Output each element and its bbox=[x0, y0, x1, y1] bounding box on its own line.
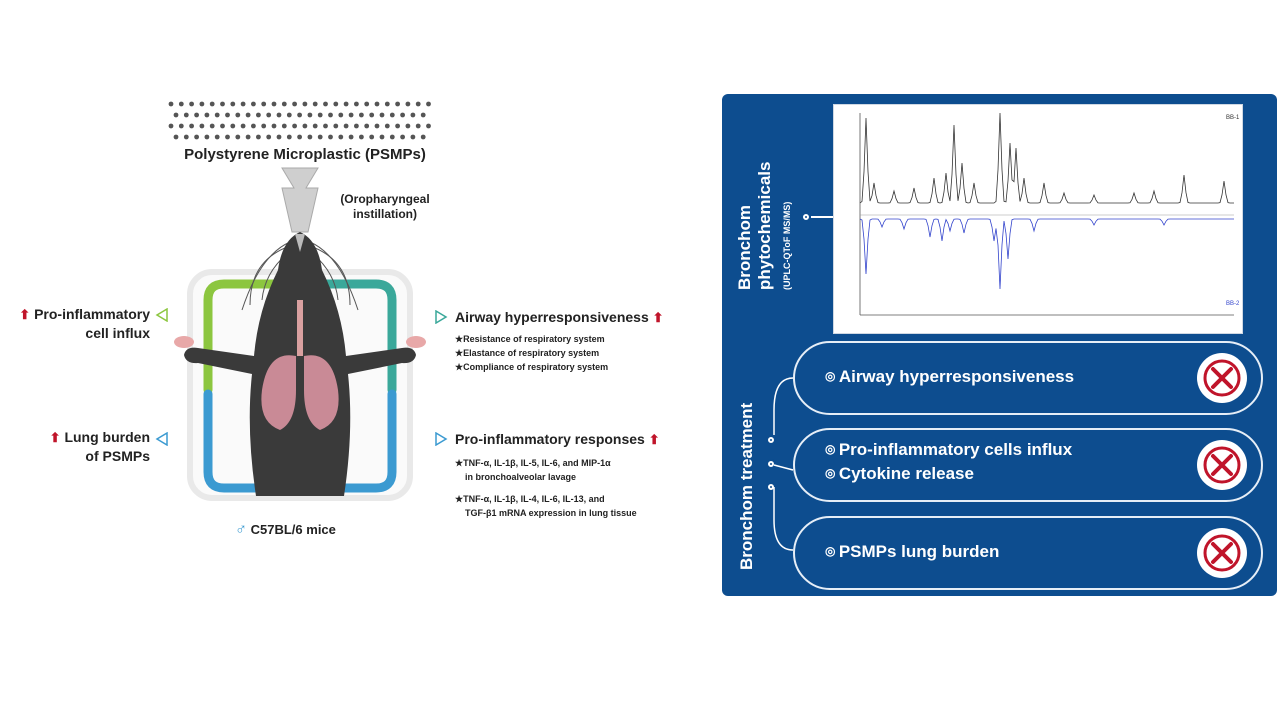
outcome-airway: Airway hyperresponsiveness bbox=[793, 341, 1263, 415]
chart-tag-top: BB-1 bbox=[1226, 115, 1240, 121]
phyto-title-line-2: phytochemicals bbox=[755, 161, 774, 291]
triangle-right-icon bbox=[435, 432, 448, 446]
cancel-icon bbox=[1197, 440, 1247, 490]
responses-item: TNF-α, IL-1β, IL-4, IL-6, IL-13, and bbox=[455, 492, 660, 506]
connector-line bbox=[811, 216, 833, 218]
outcome-text: PSMPs lung burden bbox=[825, 542, 1000, 562]
phyto-title: Bronchom phytochemicals (UPLC-QToF MS/MS… bbox=[735, 162, 797, 291]
treatment-title: Bronchom treatment bbox=[737, 402, 756, 570]
influx-label: ⬆ Pro-inflammatory cell influx bbox=[5, 305, 150, 343]
cancel-icon bbox=[1197, 528, 1247, 578]
outcome-text: Pro-inflammatory cells influx bbox=[825, 440, 1072, 460]
responses-block: Pro-inflammatory responses ⬆ TNF-α, IL-1… bbox=[455, 431, 660, 520]
airway-block: Airway hyperresponsiveness ⬆ Resistance … bbox=[455, 309, 664, 374]
connector-node bbox=[801, 212, 811, 222]
triangle-right-icon bbox=[435, 310, 448, 324]
phyto-title-line-1: Bronchom bbox=[735, 205, 754, 290]
particles-title: Polystyrene Microplastic (PSMPs) bbox=[184, 146, 426, 163]
male-icon: ♂ bbox=[235, 521, 247, 538]
cancel-icon bbox=[1197, 353, 1247, 403]
phyto-subtitle: (UPLC-QToF MS/MS) bbox=[782, 201, 792, 290]
mice-text: C57BL/6 mice bbox=[250, 522, 336, 537]
airway-item: Compliance of respiratory system bbox=[455, 360, 664, 374]
outcome-inflammation: Pro-inflammatory cells influx Cytokine r… bbox=[793, 428, 1263, 502]
burden-line-2: of PSMPs bbox=[85, 448, 150, 464]
influx-line-2: cell influx bbox=[85, 325, 150, 341]
influx-line-1: Pro-inflammatory bbox=[34, 306, 150, 322]
connector-node bbox=[766, 435, 776, 445]
responses-title: Pro-inflammatory responses bbox=[455, 431, 645, 447]
up-arrow-icon: ⬆ bbox=[648, 432, 660, 447]
chart-tag-bottom: BB-2 bbox=[1226, 301, 1240, 307]
particles-icon bbox=[168, 101, 431, 140]
up-arrow-icon: ⬆ bbox=[49, 430, 61, 445]
responses-item: TNF-α, IL-1β, IL-5, IL-6, and MIP-1α bbox=[455, 456, 660, 470]
responses-item-cont: in bronchoalveolar lavage bbox=[465, 472, 577, 482]
chromatogram: BB-1 BB-2 bbox=[833, 104, 1243, 334]
airway-title: Airway hyperresponsiveness bbox=[455, 309, 649, 325]
instillation-line-1: (Oropharyngeal bbox=[340, 192, 430, 206]
burden-label: ⬆ Lung burden of PSMPs bbox=[5, 428, 150, 466]
triangle-left-icon bbox=[155, 308, 168, 322]
responses-item-cont: TGF-β1 mRNA expression in lung tissue bbox=[465, 508, 637, 518]
connector-node bbox=[766, 482, 776, 492]
outcome-text: Airway hyperresponsiveness bbox=[825, 367, 1074, 387]
triangle-left-icon bbox=[155, 432, 168, 446]
up-arrow-icon: ⬆ bbox=[19, 307, 31, 322]
lungs-icon bbox=[261, 300, 339, 430]
airway-item: Elastance of respiratory system bbox=[455, 346, 664, 360]
mice-label: ♂ C57BL/6 mice bbox=[235, 521, 375, 539]
mouse-illustration bbox=[174, 167, 426, 501]
bracket-lines bbox=[773, 377, 794, 551]
outcome-text: Cytokine release bbox=[825, 464, 974, 484]
funnel-icon bbox=[281, 167, 319, 233]
up-arrow-icon: ⬆ bbox=[652, 310, 664, 325]
airway-item: Resistance of respiratory system bbox=[455, 332, 664, 346]
connector-node bbox=[766, 459, 776, 469]
burden-line-1: Lung burden bbox=[64, 429, 150, 445]
outcome-burden: PSMPs lung burden bbox=[793, 516, 1263, 590]
instillation-label: (Oropharyngeal instillation) bbox=[330, 192, 440, 222]
instillation-line-2: instillation) bbox=[353, 207, 417, 221]
